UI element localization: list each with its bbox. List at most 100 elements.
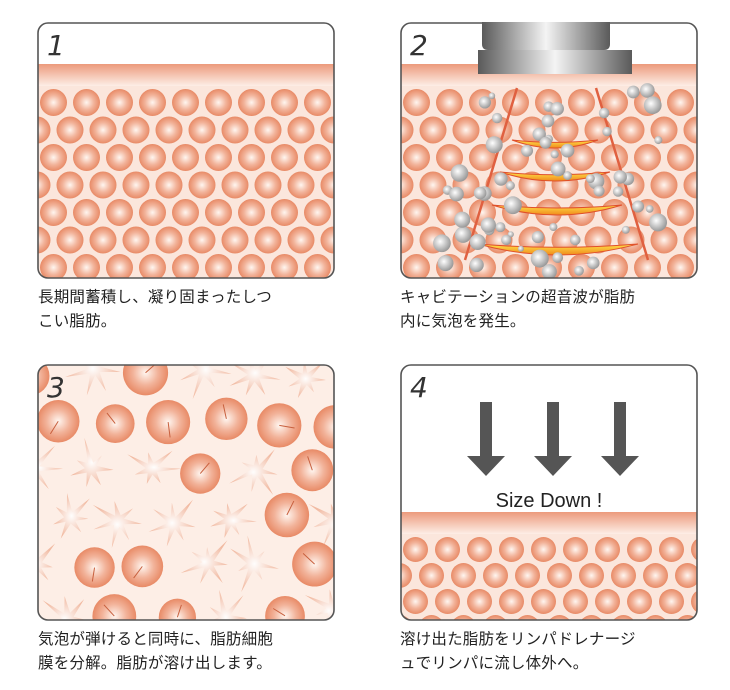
fat-cell: [73, 89, 100, 116]
step-number: 1: [47, 29, 65, 62]
fat-cell: [502, 89, 529, 116]
fat-cell: [403, 89, 430, 116]
fat-cell: [499, 537, 524, 562]
fat-cell: [205, 254, 232, 278]
cavitation-bubble: [495, 222, 506, 233]
cavitation-bubble: [550, 161, 566, 177]
fat-cell: [172, 89, 199, 116]
cavitation-bubble: [437, 255, 454, 272]
fat-cell: [254, 226, 282, 254]
cavitation-bubble: [602, 126, 612, 137]
fat-cell: [467, 537, 492, 562]
fat-cell: [595, 589, 620, 614]
fat-cell: [106, 89, 133, 116]
fat-cell: [320, 171, 334, 199]
cavitation-bubble: [449, 186, 464, 202]
step-number: 2: [410, 29, 428, 62]
fat-cell: [563, 537, 588, 562]
ultrasound-probe-top: [482, 22, 610, 50]
fat-cell: [188, 116, 216, 144]
cavitation-bubble: [550, 101, 564, 116]
fat-cell: [304, 199, 331, 226]
caption-line: 長期間蓄積し、凝り固まったしつ: [38, 288, 272, 306]
fat-cell: [106, 254, 133, 278]
fat-cell: [595, 537, 620, 562]
membrane-crack: [91, 567, 96, 582]
panel-4-size-down: Size Down !4: [400, 364, 698, 621]
fat-cell: [92, 594, 137, 620]
panel-2-ultrasound: 2: [400, 22, 698, 279]
ultrasound-wave: [491, 204, 623, 216]
fat-cell: [304, 254, 331, 278]
cavitation-bubble: [552, 252, 564, 263]
cavitation-bubble: [480, 217, 496, 233]
fat-cell: [38, 171, 51, 199]
down-arrow-icon: [534, 402, 572, 476]
fat-cell: [238, 254, 265, 278]
burst-star: [148, 499, 196, 547]
fat-cell: [467, 589, 492, 614]
size-down-illustration: Size Down !4: [400, 364, 698, 621]
burst-star: [285, 365, 326, 398]
fat-cell: [139, 254, 166, 278]
fat-cell: [205, 89, 232, 116]
membrane-crack: [145, 365, 158, 374]
fat-cell: [683, 116, 697, 144]
panel-1-fat-accumulated: 1: [37, 22, 335, 279]
fat-cell: [419, 116, 447, 144]
fat-cell: [667, 199, 694, 226]
cavitation-bubble: [550, 150, 559, 159]
cavitation-bubble: [574, 265, 584, 276]
fat-cell: [435, 537, 460, 562]
fat-cell: [287, 226, 315, 254]
fat-cell: [221, 116, 249, 144]
fat-cell: [499, 589, 524, 614]
fat-cell: [254, 116, 282, 144]
panel-frame: [400, 364, 698, 621]
panel-3-bubbles-burst: 3: [37, 364, 335, 621]
cavitation-bubble: [585, 174, 595, 184]
fat-cell: [304, 89, 331, 116]
fat-cell: [40, 199, 67, 226]
cavitation-bubble: [478, 96, 492, 109]
fat-cell: [89, 171, 117, 199]
cavitation-bubble: [469, 257, 484, 273]
fat-cell: [601, 199, 628, 226]
fat-cell: [451, 563, 476, 588]
down-arrow-icon: [467, 402, 505, 476]
fat-cell: [121, 545, 164, 588]
fat-cell: [419, 563, 444, 588]
burst-star: [229, 365, 281, 396]
ultrasound-wave: [511, 139, 599, 149]
burst-star: [304, 588, 334, 620]
fat-cell: [531, 589, 556, 614]
fat-cell: [659, 537, 684, 562]
cavitation-bubble: [532, 127, 546, 141]
fat-cell: [313, 405, 334, 449]
fat-cell: [172, 254, 199, 278]
membrane-crack: [279, 424, 295, 429]
cavitation-bubble: [494, 172, 508, 186]
fat-cell: [515, 563, 540, 588]
fat-cell: [401, 171, 414, 199]
burst-star: [204, 589, 247, 620]
membrane-crack: [176, 604, 182, 618]
fat-cell: [38, 116, 51, 144]
cavitation-bubble: [563, 171, 572, 180]
fat-cell: [106, 144, 133, 171]
fat-cell: [568, 89, 595, 116]
burst-star: [38, 445, 63, 490]
cavitation-bubble: [454, 211, 471, 228]
fat-cell: [122, 171, 150, 199]
fat-cell: [271, 254, 298, 278]
cavitation-bubble: [649, 213, 668, 232]
fat-cell: [221, 226, 249, 254]
cavitation-bubble: [643, 96, 662, 115]
fat-cell: [667, 144, 694, 171]
cavitation-bubble: [640, 83, 655, 98]
burst-star: [42, 596, 87, 620]
membrane-crack: [286, 500, 295, 516]
fat-cell: [205, 144, 232, 171]
cavitation-bubble: [521, 144, 534, 157]
fat-cell: [73, 199, 100, 226]
